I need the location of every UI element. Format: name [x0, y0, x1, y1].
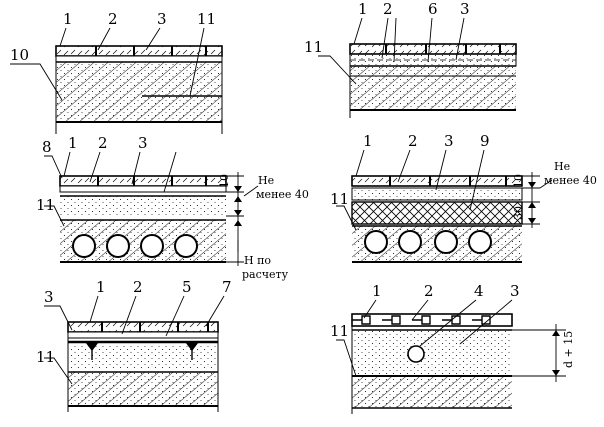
label-10: 10: [10, 46, 29, 64]
h-calc-line1: Н по: [244, 254, 271, 267]
panel-top-left: 1 2 3 11 10: [10, 10, 223, 134]
dim-10-label: 10: [512, 174, 525, 188]
label-1: 1: [358, 0, 368, 18]
label-9: 9: [480, 132, 490, 150]
panel-bottom-left: 1 2 5 7 3 11: [36, 278, 232, 412]
label-6: 6: [428, 0, 438, 18]
label-8: 8: [42, 138, 52, 156]
label-1: 1: [96, 278, 106, 296]
label-5: 5: [182, 278, 192, 296]
label-3: 3: [460, 0, 470, 18]
min40-line2: менее 40: [256, 188, 309, 201]
label-4: 4: [474, 282, 484, 300]
label-11: 11: [36, 348, 55, 366]
label-1: 1: [372, 282, 382, 300]
label-2: 2: [133, 278, 143, 296]
label-3: 3: [44, 288, 54, 306]
label-2: 2: [98, 134, 108, 152]
dim-d15-label: d + 15: [562, 331, 575, 368]
label-11: 11: [36, 196, 55, 214]
label-11: 11: [197, 10, 216, 28]
dim-30-label: 30: [512, 206, 525, 220]
label-11: 11: [304, 38, 323, 56]
min40-line1: Не: [258, 174, 274, 187]
min40-line1: Не: [554, 160, 570, 173]
label-2: 2: [408, 132, 418, 150]
label-7: 7: [222, 278, 232, 296]
panel-bottom-right: d + 15 1 2 4 3 11: [330, 282, 575, 414]
label-1: 1: [68, 134, 78, 152]
label-1: 1: [363, 132, 373, 150]
panel-middle-left: 10 1 2 3 8 11 Не менее 40 Н по расчету: [36, 134, 309, 281]
label-2: 2: [383, 0, 393, 18]
label-3: 3: [138, 134, 148, 152]
label-3: 3: [444, 132, 454, 150]
label-3: 3: [510, 282, 520, 300]
label-2: 2: [424, 282, 434, 300]
dim-10-label: 10: [218, 174, 231, 188]
panel-top-right: 1 2 6 3 11: [304, 0, 517, 118]
label-11: 11: [330, 322, 349, 340]
h-calc-line2: расчету: [242, 268, 289, 281]
label-1: 1: [63, 10, 73, 28]
label-3: 3: [157, 10, 167, 28]
panel-middle-right: 10 30 1 2 3 9 11 Не менее 40: [330, 132, 597, 263]
min40-line2: менее 40: [544, 174, 597, 187]
label-11: 11: [330, 190, 349, 208]
label-2: 2: [108, 10, 118, 28]
